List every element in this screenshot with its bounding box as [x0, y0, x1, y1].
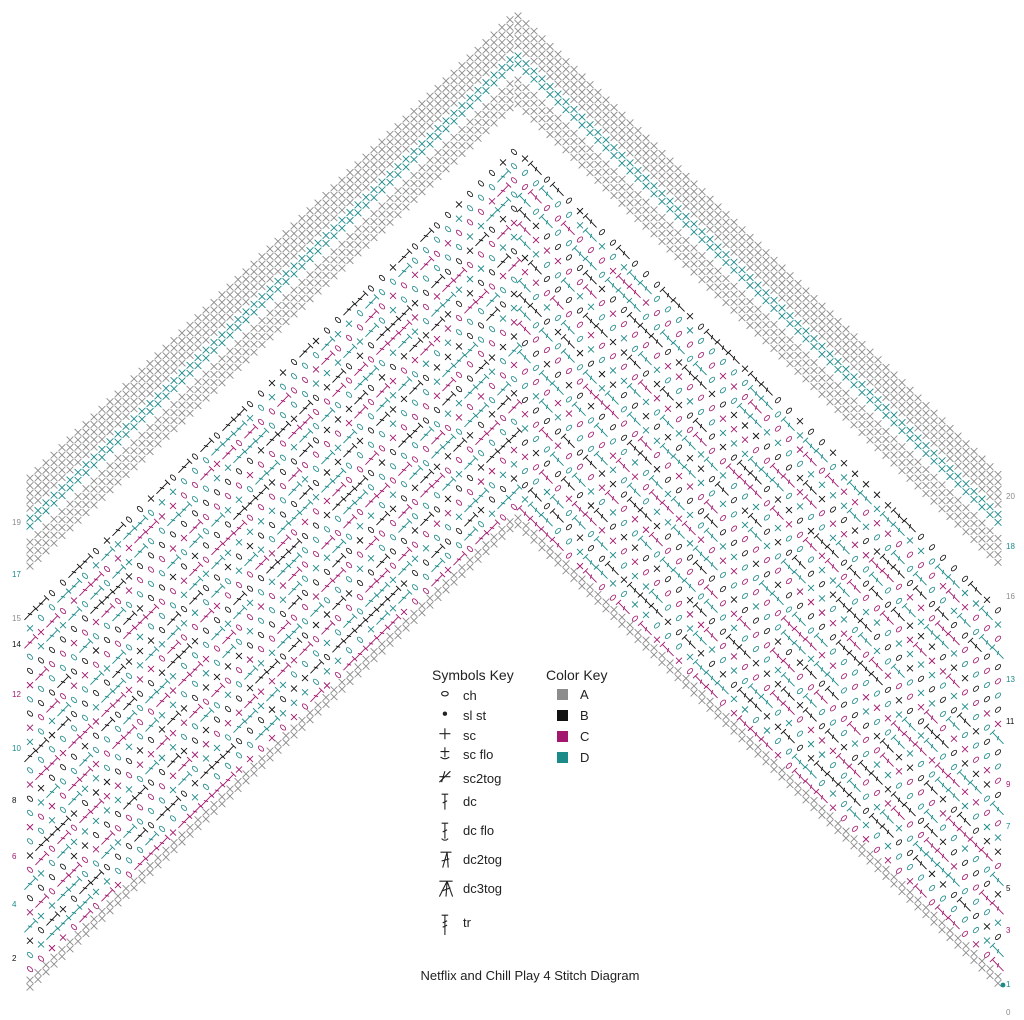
color-swatch-c: [557, 731, 568, 742]
symbols-key-title: Symbols Key: [432, 667, 514, 683]
color-swatch-a: [557, 689, 568, 700]
treble-crochet-icon: [437, 913, 455, 935]
symbols-key-label: sl st: [463, 708, 487, 723]
color-key-title: Color Key: [546, 667, 608, 683]
row-number: 13: [1006, 675, 1015, 684]
row-number: 17: [12, 570, 21, 579]
row-number: 7: [1006, 822, 1011, 831]
row-number: 18: [1006, 542, 1015, 551]
row-number: 6: [12, 852, 17, 861]
color-key-label: C: [580, 729, 590, 744]
color-swatch-d: [557, 752, 568, 763]
row-number: 12: [12, 690, 21, 699]
row-number: 0: [1006, 1008, 1011, 1017]
row-number: 19: [12, 518, 21, 527]
row-number: 2: [12, 954, 17, 963]
row-number: 9: [1006, 780, 1011, 789]
symbols-key-label: dc2tog: [463, 852, 503, 867]
row-number: 16: [1006, 592, 1015, 601]
color-swatch-b: [557, 710, 568, 721]
single-crochet-flo-icon: [437, 745, 455, 767]
symbols-key-label: dc flo: [463, 823, 495, 838]
symbols-key-label: dc: [463, 794, 477, 809]
color-key-label: B: [580, 708, 589, 723]
stitch-grid: [24, 12, 1006, 991]
row-number: 20: [1006, 492, 1015, 501]
symbols-key-label: dc3tog: [463, 881, 503, 896]
symbols-key-label: tr: [463, 915, 471, 930]
dc2tog-icon: [437, 850, 455, 872]
dc3tog-icon: [437, 879, 455, 901]
symbols-key-label: ch: [463, 688, 477, 703]
symbols-key-label: sc flo: [463, 747, 494, 762]
double-crochet-flo-icon: [437, 821, 455, 843]
chain-oval-icon: [437, 686, 455, 708]
row-number: 10: [12, 744, 21, 753]
color-key-label: D: [580, 750, 590, 765]
double-crochet-icon: [437, 792, 455, 814]
row-number: 8: [12, 796, 17, 805]
symbols-key-label: sc: [463, 728, 476, 743]
symbols-key-label: sc2tog: [463, 771, 502, 786]
row-number: 14: [12, 640, 21, 649]
row-number: 15: [12, 614, 21, 623]
sc2tog-icon: [437, 769, 455, 791]
diagram-caption: Netflix and Chill Play 4 Stitch Diagram: [420, 968, 640, 983]
row-number: 4: [12, 900, 17, 909]
row-number: 1: [1006, 980, 1011, 989]
row-number: 5: [1006, 884, 1011, 893]
color-key-label: A: [580, 687, 589, 702]
row-number: 3: [1006, 926, 1011, 935]
slip-stitch-dot-icon: [437, 706, 455, 728]
single-crochet-plus-icon: [437, 726, 455, 748]
row-number: 11: [1006, 717, 1015, 726]
